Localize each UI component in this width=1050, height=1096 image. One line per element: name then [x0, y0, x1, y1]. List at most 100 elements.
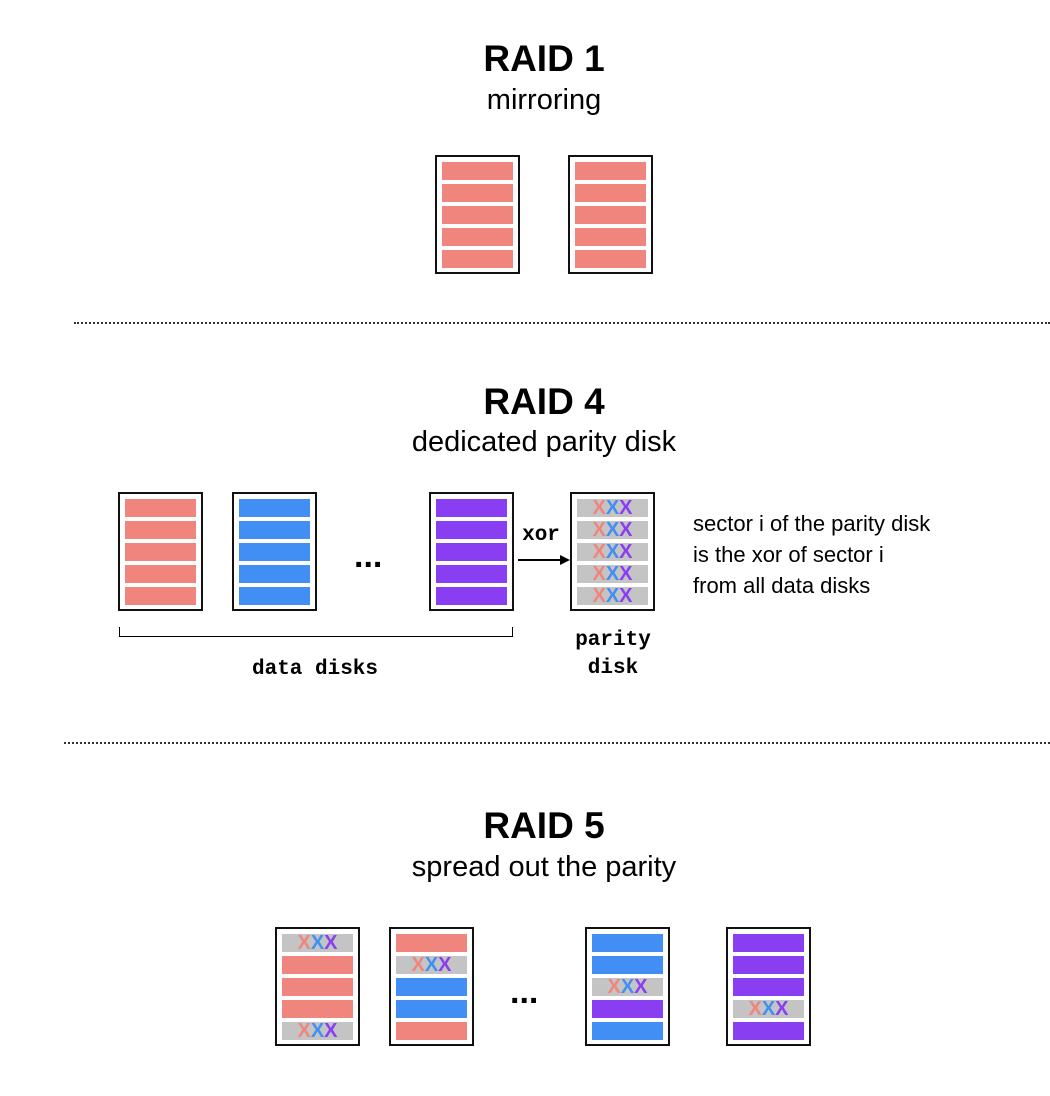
- parity-sector: XXX: [577, 541, 648, 563]
- sector: [442, 206, 513, 224]
- parity-note-line: sector i of the parity disk: [693, 511, 931, 536]
- parity-x-purple: X: [324, 932, 338, 954]
- parity-x-purple: X: [775, 998, 789, 1020]
- xor-label: xor: [522, 524, 560, 547]
- parity-x-blue: X: [620, 976, 635, 998]
- raid5-disk-2: XXX: [389, 927, 474, 1046]
- data-disks-label: data disks: [251, 658, 379, 681]
- sector: [442, 162, 513, 180]
- raid4-data-disk-1: [118, 492, 203, 611]
- parity-x-purple: X: [619, 519, 633, 541]
- parity-x-blue: X: [605, 519, 620, 541]
- sector: [239, 521, 310, 539]
- parity-note-line: is the xor of sector i: [693, 542, 884, 567]
- raid4-parity-disk: XXX XXX XXX XXX XXX: [570, 492, 655, 611]
- sector: [436, 499, 507, 517]
- parity-x-purple: X: [619, 497, 633, 519]
- parity-x-blue: X: [605, 563, 620, 585]
- raid5-disk-3: XXX: [585, 927, 670, 1046]
- parity-sector: XXX: [396, 954, 467, 976]
- sector: [396, 1022, 467, 1040]
- sector: [436, 565, 507, 583]
- parity-x-red: X: [592, 519, 606, 541]
- sector: [125, 587, 196, 605]
- raid4-subtitle: dedicated parity disk: [411, 426, 677, 458]
- sector: [575, 206, 646, 224]
- parity-x-red: X: [297, 1020, 311, 1042]
- parity-x-blue: X: [310, 1020, 325, 1042]
- sector: [396, 978, 467, 996]
- sector: [575, 250, 646, 268]
- raid1-title: RAID 1: [483, 38, 605, 79]
- section-divider: [64, 742, 1050, 744]
- raid4-title: RAID 4: [483, 381, 605, 422]
- raid5-disk-4: XXX: [726, 927, 811, 1046]
- parity-x-purple: X: [634, 976, 648, 998]
- data-disks-bracket: [119, 627, 513, 637]
- parity-x-blue: X: [310, 932, 325, 954]
- parity-x-red: X: [607, 976, 621, 998]
- sector: [282, 978, 353, 996]
- parity-sector: XXX: [282, 1020, 353, 1042]
- parity-x-blue: X: [605, 585, 620, 607]
- parity-disk-label-line: parity: [575, 629, 651, 652]
- sector: [282, 1000, 353, 1018]
- parity-sector: XXX: [282, 932, 353, 954]
- sector: [436, 543, 507, 561]
- raid5-subtitle: spread out the parity: [411, 851, 677, 883]
- parity-sector: XXX: [577, 563, 648, 585]
- sector: [592, 1000, 663, 1018]
- sector: [575, 228, 646, 246]
- sector: [733, 1022, 804, 1040]
- parity-sector: XXX: [733, 998, 804, 1020]
- parity-x-purple: X: [619, 585, 633, 607]
- parity-x-blue: X: [424, 954, 439, 976]
- raid4-data-disk-2: [232, 492, 317, 611]
- sector: [442, 184, 513, 202]
- parity-note: sector i of the parity disk is the xor o…: [693, 508, 930, 601]
- sector: [125, 521, 196, 539]
- sector: [592, 934, 663, 952]
- parity-x-blue: X: [605, 541, 620, 563]
- raid5-title: RAID 5: [483, 805, 605, 846]
- parity-x-red: X: [411, 954, 425, 976]
- parity-x-purple: X: [619, 563, 633, 585]
- sector: [442, 228, 513, 246]
- sector: [239, 499, 310, 517]
- xor-arrow-icon: [518, 555, 570, 565]
- parity-sector: XXX: [577, 585, 648, 607]
- sector: [592, 956, 663, 974]
- sector: [575, 162, 646, 180]
- raid1-disk-1: [435, 155, 520, 274]
- sector: [575, 184, 646, 202]
- parity-note-line: from all data disks: [693, 573, 871, 598]
- raid1-disk-2: [568, 155, 653, 274]
- raid5-disk-1: XXX XXX: [275, 927, 360, 1046]
- section-divider: [74, 322, 1050, 324]
- raid1-subtitle: mirroring: [486, 84, 602, 116]
- sector: [733, 956, 804, 974]
- sector: [125, 499, 196, 517]
- parity-sector: XXX: [592, 976, 663, 998]
- parity-sector: XXX: [577, 497, 648, 519]
- parity-x-purple: X: [324, 1020, 338, 1042]
- parity-x-red: X: [592, 585, 606, 607]
- parity-x-red: X: [592, 563, 606, 585]
- sector: [436, 521, 507, 539]
- sector: [396, 1000, 467, 1018]
- parity-x-purple: X: [438, 954, 452, 976]
- sector: [592, 1022, 663, 1040]
- parity-x-red: X: [748, 998, 762, 1020]
- sector: [733, 978, 804, 996]
- parity-x-blue: X: [605, 497, 620, 519]
- sector: [239, 565, 310, 583]
- sector: [442, 250, 513, 268]
- parity-disk-label: parity disk: [553, 627, 673, 683]
- sector: [282, 956, 353, 974]
- parity-x-blue: X: [761, 998, 776, 1020]
- sector: [436, 587, 507, 605]
- raid4-data-disk-n: [429, 492, 514, 611]
- parity-x-red: X: [592, 541, 606, 563]
- parity-sector: XXX: [577, 519, 648, 541]
- sector: [239, 543, 310, 561]
